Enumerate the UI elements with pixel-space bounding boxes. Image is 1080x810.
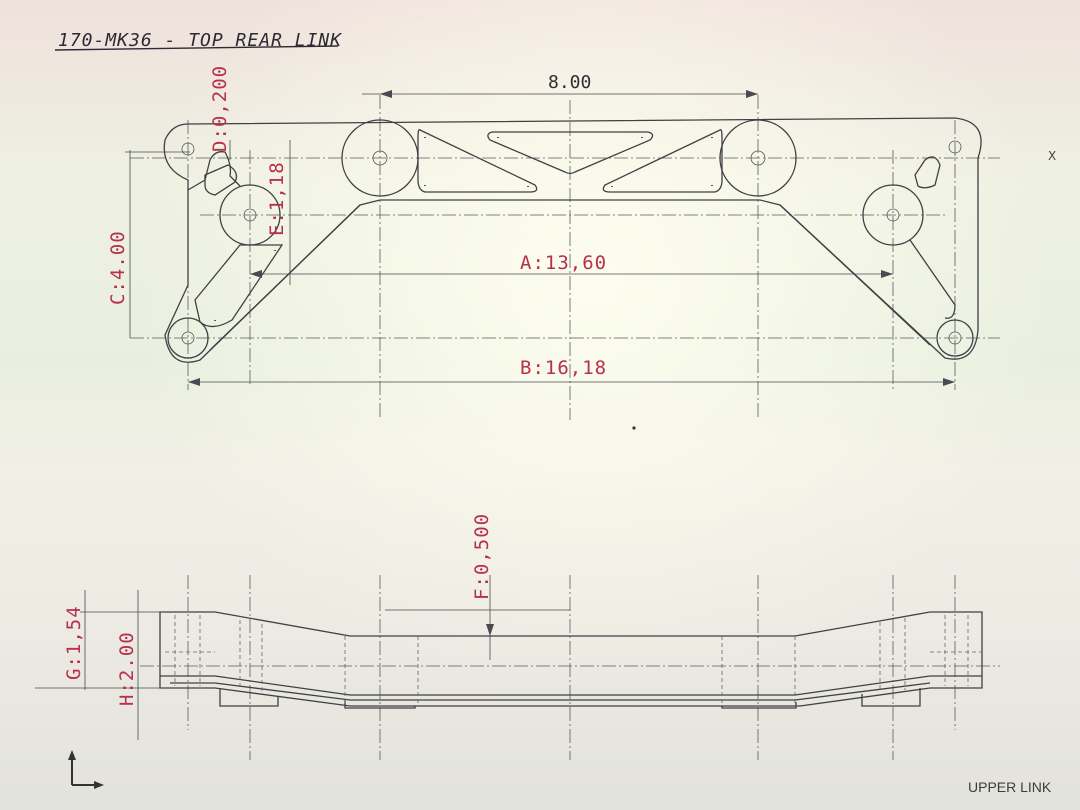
boss-bottom-left (167, 317, 209, 359)
left-pocket (204, 164, 238, 196)
top-view: 8.00 D:0,200 E:1,18 C:4.00 A:13,60 B:16,… (107, 65, 1056, 420)
web-pocket-right (602, 129, 723, 193)
hole-bottom-right (948, 331, 962, 345)
side-profile-inner-top (160, 675, 982, 696)
ball-hole-right (750, 150, 766, 166)
dim-top-width: 8.00 (548, 72, 591, 93)
drawing-title: 170-MK36 - TOP REAR LINK (58, 30, 342, 51)
dim-e: E:1,18 (266, 161, 288, 236)
side-profile-inner-mid (170, 682, 931, 701)
part-outline-top (163, 117, 982, 363)
pocket-marks (214, 137, 713, 321)
right-inner-hole (886, 208, 900, 222)
axis-triad-icon (68, 750, 104, 789)
dim-arrow-b-right (943, 378, 955, 386)
title-underline (54, 45, 339, 51)
side-view: F:0,500 G:1,54 H:2.00 (35, 513, 1000, 760)
speck (632, 426, 636, 430)
dim-b: B:16,18 (520, 357, 607, 379)
dim-d: D:0,200 (209, 65, 231, 152)
hole-top-left (181, 142, 195, 156)
dim-arrow-8-right (746, 90, 758, 98)
view-label: UPPER LINK (968, 779, 1052, 795)
boss-bottom-right (936, 319, 974, 357)
side-foot-center-left (344, 700, 416, 709)
side-profile (159, 611, 983, 707)
dim-arrow-8-left (380, 90, 392, 98)
right-arm-inner-edge (779, 204, 931, 346)
dim-arrow-a-right (881, 270, 893, 278)
axis-x-label: X (1048, 149, 1056, 163)
dim-c: C:4.00 (107, 230, 129, 305)
dim-g: G:1,54 (63, 605, 85, 680)
dim-h: H:2.00 (116, 631, 138, 706)
dim-arrow-f (486, 624, 494, 636)
side-foot-left (219, 688, 279, 707)
web-pocket-center (487, 131, 654, 175)
side-foot-center-right (721, 702, 797, 709)
dim-a: A:13,60 (520, 252, 607, 274)
web-pocket-left (417, 129, 538, 193)
left-inner-hole (243, 208, 257, 222)
side-hidden-lines (165, 615, 982, 704)
right-pocket (914, 156, 941, 189)
dim-arrow-a-left (250, 270, 262, 278)
left-bracket-outline (187, 151, 241, 191)
dim-arrow-b-left (188, 378, 200, 386)
right-lower-edge (909, 239, 956, 319)
left-lower-pocket (194, 244, 284, 328)
hole-top-right (948, 140, 962, 154)
dim-f: F:0,500 (471, 513, 493, 600)
right-inner-boss (862, 184, 924, 246)
left-arm-inner-edge (209, 204, 361, 351)
ball-mount-right (719, 119, 797, 197)
side-foot-right (861, 688, 921, 707)
hole-bottom-left (181, 331, 195, 345)
ball-hole-left (372, 150, 388, 166)
